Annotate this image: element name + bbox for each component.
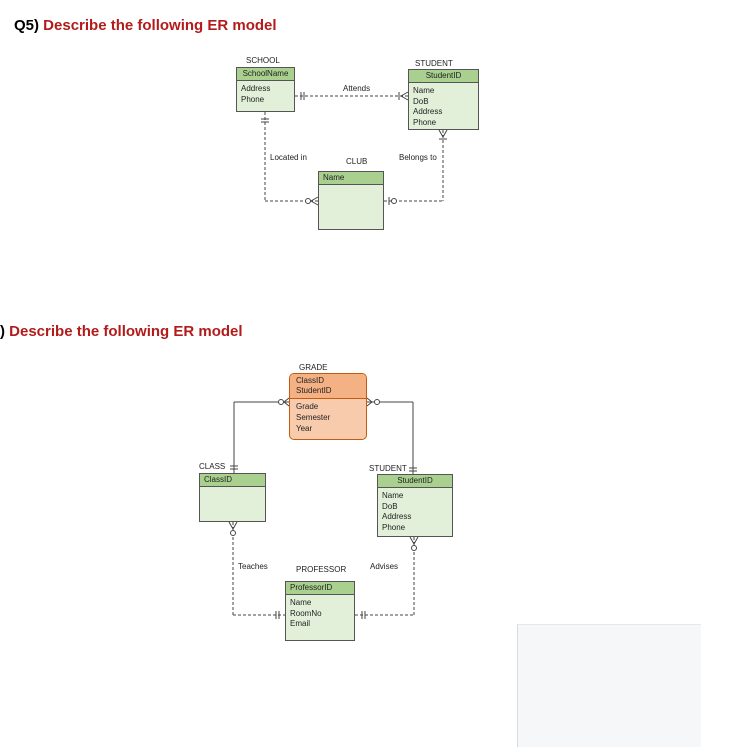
student2-attr-dob: DoB [382,501,398,511]
school-entity-name: SCHOOL [246,56,280,65]
student2-attr-name: Name [382,491,404,500]
student1-entity: StudentID Name DoB Address Phone [408,69,479,130]
side-panel [517,624,701,747]
professor-key: ProfessorID [286,582,354,595]
student2-entity-name: STUDENT [369,464,407,473]
professor-entity: ProfessorID Name RoomNo Email [285,581,355,641]
professor-attr-name: Name [290,598,312,607]
school-attr-address: Address [241,84,271,93]
q6-title: ) Describe the following ER model [0,323,243,340]
student2-attributes: Name DoB Address Phone [378,488,452,536]
student2-attr-address: Address [382,512,412,521]
teaches-label: Teaches [238,562,268,571]
grade-keys: ClassID StudentID [290,374,366,399]
teaches-class-circle [230,530,236,536]
grade-attributes: Grade Semester Year [290,399,366,436]
grade-attr-semester: Semester [296,413,331,422]
student2-entity: StudentID Name DoB Address Phone [377,474,453,537]
belongs-to-club-circle [391,198,397,204]
school-key: SchoolName [237,68,294,81]
club-entity-name: CLUB [346,157,368,166]
club-key: Name [319,172,383,185]
student1-attributes: Name DoB Address Phone [409,83,478,131]
attends-student-crowfoot [399,91,409,101]
professor-attr-email: Email [290,619,311,628]
teaches-class-crowfoot [228,521,238,531]
grade-attr-year: Year [296,424,313,433]
belongs-to-label: Belongs to [399,153,437,162]
grade-attr-grade: Grade [296,402,319,411]
class-grade-circle [278,399,284,405]
grade-entity: ClassID StudentID Grade Semester Year [289,373,367,440]
class-grade-crowfoot [283,397,290,407]
grade-entity-name: GRADE [299,363,328,372]
q5-text: Describe the following ER model [39,17,277,34]
class-entity-name: CLASS [199,462,226,471]
q6-number: ) [0,323,5,340]
professor-attr-roomno: RoomNo [290,608,322,618]
professor-attributes: Name RoomNo Email [286,595,354,633]
student1-attr-phone: Phone [413,117,437,127]
advises-label: Advises [370,562,399,571]
q6-text: Describe the following ER model [5,323,243,340]
student1-attr-name: Name [413,86,435,95]
professor-entity-name: PROFESSOR [296,565,347,574]
advises-student-crowfoot [409,536,419,546]
advises-student-circle [411,545,417,551]
student1-key: StudentID [409,70,478,83]
q5-number: Q5) [14,17,40,34]
class-key: ClassID [200,474,265,487]
attends-label: Attends [343,84,371,93]
grade-key-classid: ClassID [296,376,325,385]
located-in-label: Located in [270,153,307,162]
belongs-to-student-crowfoot [438,129,448,139]
q5-title: Q5) Describe the following ER model [14,17,277,34]
grade-key-studentid: StudentID [296,386,332,395]
student1-attr-dob: DoB [413,96,429,106]
student2-key: StudentID [378,475,452,488]
school-attr-phone: Phone [241,94,265,104]
school-entity: SchoolName Address Phone [236,67,295,112]
student2-attr-phone: Phone [382,522,406,532]
club-entity: Name [318,171,384,230]
student1-attr-address: Address [413,107,443,116]
student-grade-crowfoot [366,397,373,407]
student-grade-circle [374,399,380,405]
school-attributes: Address Phone [237,81,294,108]
located-in-club-circle [305,198,311,204]
located-in-club-crowfoot [309,196,319,206]
class-entity: ClassID [199,473,266,522]
student1-entity-name: STUDENT [415,59,453,68]
